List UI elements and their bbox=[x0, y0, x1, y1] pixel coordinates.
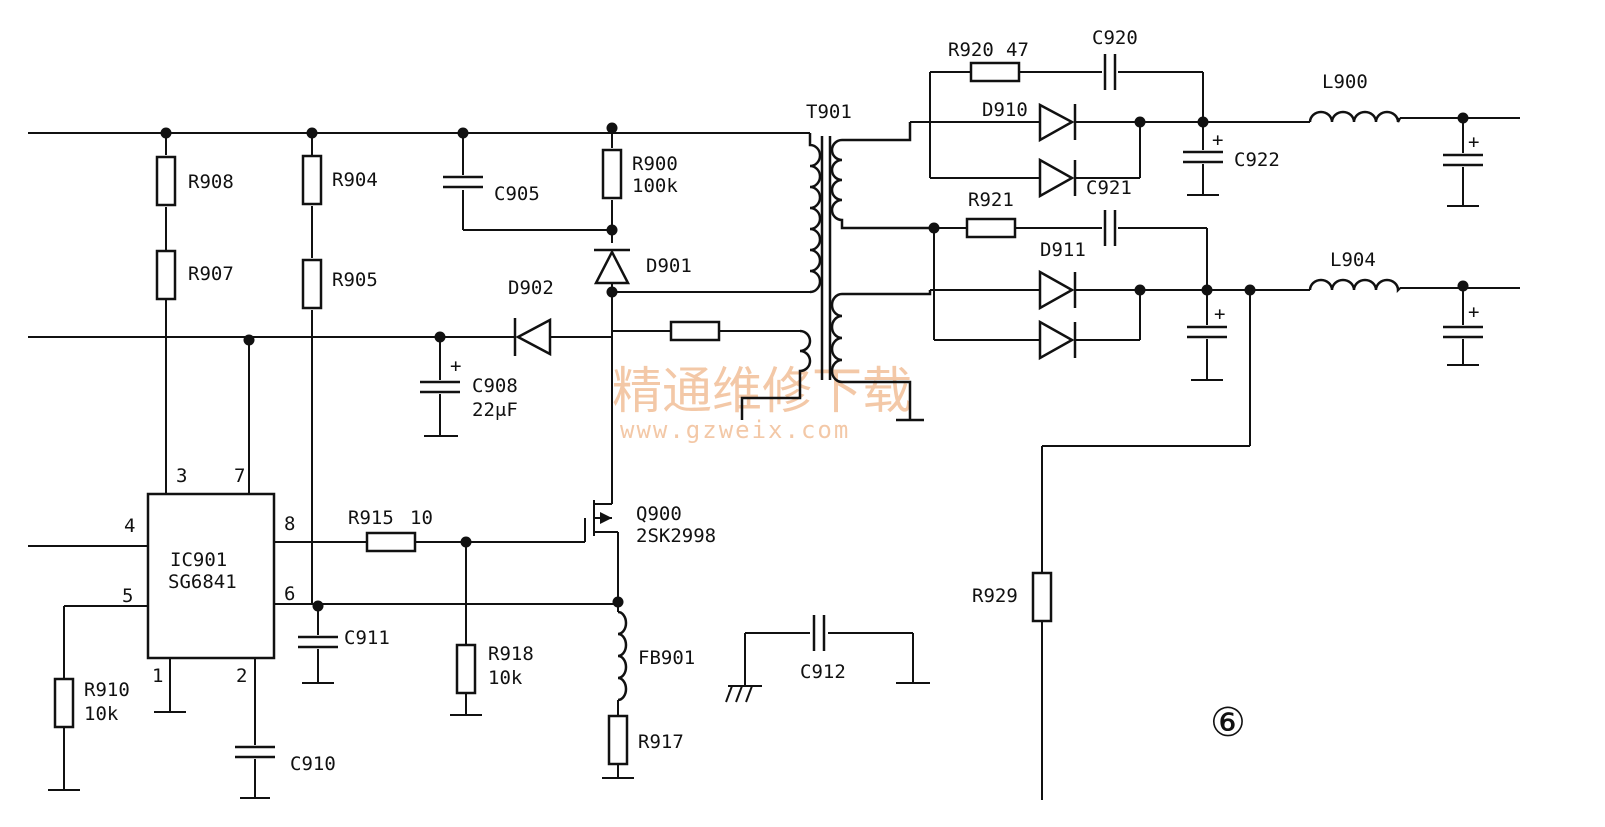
r900-value: 100k bbox=[632, 175, 678, 197]
c910-label: C910 bbox=[290, 753, 336, 775]
c921-label: C921 bbox=[1086, 177, 1132, 199]
svg-text:+: + bbox=[1214, 303, 1225, 325]
r908-label: R908 bbox=[188, 171, 234, 193]
ic901: IC901 SG6841 3 7 4 8 5 6 1 2 bbox=[122, 465, 295, 687]
l900-label: L900 bbox=[1322, 71, 1368, 93]
ic-pin-6: 6 bbox=[284, 583, 295, 605]
ic-pin-3: 3 bbox=[176, 465, 187, 487]
r921-label: R921 bbox=[968, 189, 1014, 211]
c905-label: C905 bbox=[494, 183, 540, 205]
c908-value: 22μF bbox=[472, 399, 518, 421]
q900-part: 2SK2998 bbox=[636, 525, 716, 547]
secondary-output-2: R921 C921 D911 + L904 + R929 bbox=[930, 177, 1520, 800]
c908-plus: + bbox=[450, 355, 461, 377]
ic-pin-7: 7 bbox=[234, 465, 245, 487]
ic-pin-5: 5 bbox=[122, 585, 133, 607]
r929-label: R929 bbox=[972, 585, 1018, 607]
d902-label: D902 bbox=[508, 277, 554, 299]
ic-pin-8: 8 bbox=[284, 513, 295, 535]
l904-label: L904 bbox=[1330, 249, 1376, 271]
c912-label: C912 bbox=[800, 661, 846, 683]
r907-label: R907 bbox=[188, 263, 234, 285]
d901-label: D901 bbox=[646, 255, 692, 277]
c908-body bbox=[418, 380, 462, 394]
r915-value: 10 bbox=[410, 507, 433, 529]
fb901-label: FB901 bbox=[638, 647, 695, 669]
r918-value: 10k bbox=[488, 667, 523, 689]
q900-label: Q900 bbox=[636, 503, 682, 525]
t901-label: T901 bbox=[806, 101, 852, 123]
r908-body bbox=[155, 155, 177, 207]
r900-body bbox=[601, 148, 623, 200]
d901: D901 bbox=[593, 248, 692, 285]
r920-label: R920 bbox=[948, 39, 994, 61]
r915-body bbox=[365, 531, 417, 553]
c911-label: C911 bbox=[344, 627, 390, 649]
c920-label: C920 bbox=[1092, 27, 1138, 49]
r904-body bbox=[301, 154, 323, 206]
ic-pin-2: 2 bbox=[236, 665, 247, 687]
r915-label: R915 bbox=[348, 507, 394, 529]
r920-value: 47 bbox=[1006, 39, 1029, 61]
wires-primary bbox=[28, 132, 810, 799]
r905-label: R905 bbox=[332, 269, 378, 291]
svg-text:+: + bbox=[1468, 301, 1479, 323]
watermark: 精通维修下载 www.gzweix.com bbox=[612, 362, 912, 444]
r-unlabeled-body bbox=[669, 320, 721, 342]
c905-body bbox=[441, 175, 485, 189]
svg-text:+: + bbox=[1468, 131, 1479, 153]
r910-body bbox=[53, 677, 75, 729]
ic901-name: IC901 bbox=[170, 549, 227, 571]
c911-body bbox=[296, 635, 340, 649]
c912: C912 bbox=[725, 613, 930, 703]
watermark-chinese: 精通维修下载 bbox=[612, 362, 912, 420]
r917-label: R917 bbox=[638, 731, 684, 753]
r918-body bbox=[455, 643, 477, 695]
r917-body bbox=[607, 714, 629, 766]
svg-text:+: + bbox=[1212, 129, 1223, 151]
r907-body bbox=[155, 249, 177, 301]
capacitors-primary: C905 + C908 22μF C911 C910 bbox=[233, 175, 540, 775]
d911-label: D911 bbox=[1040, 239, 1086, 261]
secondary-output-1: R920 47 C920 D910 + C922 L900 + bbox=[910, 27, 1520, 207]
figure-number: ⑥ bbox=[1210, 700, 1246, 746]
r910-label: R910 bbox=[84, 679, 130, 701]
t901: T901 bbox=[740, 101, 934, 422]
r918-label: R918 bbox=[488, 643, 534, 665]
c908-label: C908 bbox=[472, 375, 518, 397]
ic-pin-4: 4 bbox=[124, 515, 135, 537]
r910-value: 10k bbox=[84, 703, 119, 725]
r905-body bbox=[301, 258, 323, 310]
watermark-url: www.gzweix.com bbox=[620, 416, 850, 444]
q900: Q900 2SK2998 bbox=[600, 503, 716, 547]
c910-body bbox=[233, 745, 277, 759]
d902: D902 bbox=[508, 277, 554, 357]
fb901: FB901 bbox=[617, 610, 695, 702]
r904-label: R904 bbox=[332, 169, 378, 191]
d910-label: D910 bbox=[982, 99, 1028, 121]
ic901-part: SG6841 bbox=[168, 571, 237, 593]
r900-label: R900 bbox=[632, 153, 678, 175]
resistors: R908 R907 R904 R905 R900 100k R915 10 R9… bbox=[53, 148, 721, 766]
ic-pin-1: 1 bbox=[152, 665, 163, 687]
c922-label: C922 bbox=[1234, 149, 1280, 171]
